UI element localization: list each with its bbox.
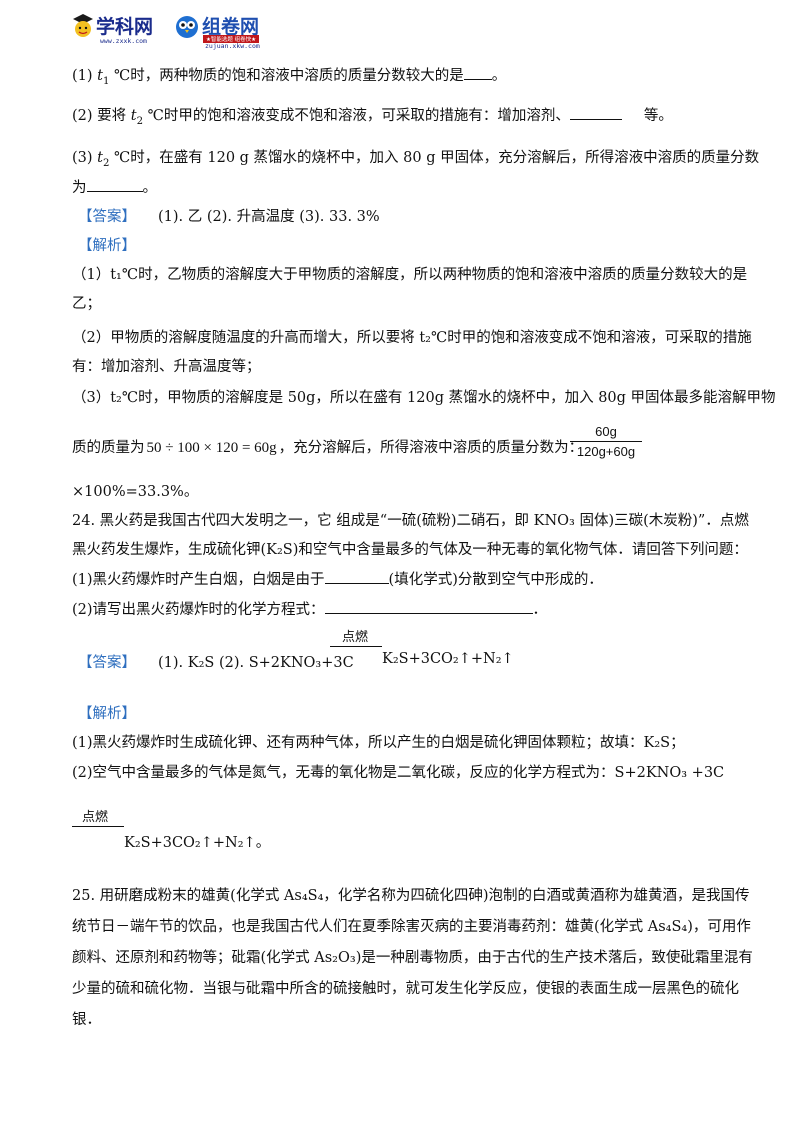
q23-analysis-1: （1）t₁℃时，乙物质的溶解度大于甲物质的溶解度，所以两种物质的饱和溶液中溶质的…: [72, 267, 748, 283]
q23-part1-end: 。: [491, 68, 507, 84]
q24-answer-reactants: (1). K₂S (2). S+2KNO₃+3C: [158, 655, 354, 671]
q24-analysis-products: K₂S+3CO₂↑+N₂↑。: [124, 835, 271, 851]
q25-line2: 统节日－端午节的饮品，也是我国古代人们在夏季除害灭病的主要消毒药剂：雄黄(化学式…: [72, 919, 751, 935]
q23-part2: (2) 要将 t2 ℃时甲的饱和溶液变成不饱和溶液，可采取的措施有：增加溶剂、 等…: [72, 104, 673, 127]
xkw-logo-url: www.zxxk.com: [100, 37, 147, 45]
zjw-logo-title: 组卷网: [202, 16, 260, 38]
q23-part2-pre: (2) 要将: [72, 108, 131, 124]
analysis-tag: 【解析】: [78, 706, 136, 722]
zjw-logo-url: zujuan.xkw.com: [205, 42, 260, 50]
answer-blank[interactable]: [463, 79, 492, 80]
q23-part3-post: ℃时，在盛有 120 g 蒸馏水的烧杯中，加入 80 g 甲固体，充分溶解后，所…: [109, 150, 760, 166]
q24-line1: 24. 黑火药是我国古代四大发明之一，它 组成是“一硫(硫粉)二硝石，即 KNO…: [72, 513, 749, 529]
q24-analysis-1: (1)黑火药爆炸时生成硫化钾、还有两种气体，所以产生的白烟是硫化钾固体颗粒；故填…: [72, 735, 685, 751]
q24-part1-pre: (1)黑火药爆炸时产生白烟，白烟是由于: [72, 572, 325, 588]
q23-part2-t: t: [130, 108, 137, 124]
q24-analysis-2: (2)空气中含量最多的气体是氮气，无毒的氧化物是二氧化碳，反应的化学方程式为：S…: [72, 765, 725, 781]
q23-part1-pre: (1): [72, 68, 98, 84]
q23-part1-post: ℃时，两种物质的饱和溶液中溶质的质量分数较大的是: [109, 68, 464, 84]
fraction-denominator: 120g+60g: [576, 444, 636, 459]
q23-part3: (3) t2 ℃时，在盛有 120 g 蒸馏水的烧杯中，加入 80 g 甲固体，…: [72, 146, 759, 169]
q23-part3-tsub: 2: [102, 157, 110, 169]
q23-part1-t: t: [97, 68, 103, 84]
q25-line5: 银．: [72, 1012, 101, 1028]
q23-part3-pre: (3): [72, 150, 98, 166]
q25-line4: 少量的硫和硫化物．当银与砒霜中所含的硫接触时，就可发生化学反应，使银的表面生成一…: [72, 981, 739, 997]
q24-part2: (2)请写出黑火药爆炸时的化学方程式： ．: [72, 598, 547, 619]
answer-blank[interactable]: [569, 119, 622, 120]
q24-part2-post: ．: [532, 602, 548, 618]
q23-answer-text: (1). 乙 (2). 升高温度 (3). 33. 3%: [158, 209, 380, 225]
q23-analysis-3c: ×100%=33.3%。: [72, 484, 199, 500]
owl-mascot-icon: [176, 16, 198, 38]
reaction-condition: 点燃: [82, 810, 109, 825]
fraction: 60g 120g+60g: [570, 424, 642, 459]
analysis-tag: 【解析】: [78, 238, 136, 254]
reaction-arrow-line: [330, 646, 382, 647]
q23-analysis-1b: 乙；: [72, 296, 101, 312]
answer-tag: 【答案】: [78, 655, 136, 671]
q24-line2: 黑火药发生爆炸，生成硫化钾(K₂S)和空气中含量最多的气体及一种无毒的氧化物气体…: [72, 542, 748, 558]
q23-part2-tsub: 2: [136, 115, 144, 127]
q25-line3: 颜料、还原剂和药物等；砒霜(化学式 As₂O₃)是一种剧毒物质，由于古代的生产技…: [72, 950, 753, 966]
q23-analysis-3b-pre: 质的质量为: [72, 440, 145, 456]
xkw-logo: 学科网 www.zxxk.com: [72, 10, 172, 46]
zjw-logo: 组卷网 ★智能选题 组卷快★ zujuan.xkw.com: [175, 10, 275, 50]
q23-part1-tsub: 1: [102, 75, 110, 87]
q23-formula: 50 ÷ 100 × 120 = 60g: [146, 440, 277, 456]
answer-blank[interactable]: [324, 613, 533, 614]
q24-part2-pre: (2)请写出黑火药爆炸时的化学方程式：: [72, 602, 325, 618]
q23-part2-post: ℃时甲的饱和溶液变成不饱和溶液，可采取的措施有：增加溶剂、: [143, 108, 570, 124]
q23-part3-line2-pre: 为: [72, 180, 87, 196]
zjw-logo-strip: ★智能选题 组卷快★: [203, 35, 260, 43]
fraction-numerator: 60g: [570, 424, 642, 442]
q23-part1: (1) t1 ℃时，两种物质的饱和溶液中溶质的质量分数较大的是 。: [72, 64, 506, 87]
q23-answer: 【答案】 (1). 乙 (2). 升高温度 (3). 33. 3%: [78, 205, 380, 226]
q24-answer: 【答案】 (1). K₂S (2). S+2KNO₃+3C: [78, 651, 354, 672]
q23-analysis-3: （3）t₂℃时，甲物质的溶解度是 50g，所以在盛有 120g 蒸馏水的烧杯中，…: [72, 390, 776, 406]
answer-blank[interactable]: [86, 191, 143, 192]
reaction-condition: 点燃: [342, 630, 369, 645]
mascot-icon: [73, 14, 93, 37]
q23-analysis-2: （2）甲物质的溶解度随温度的升高而增大，所以要将 t₂℃时甲的饱和溶液变成不饱和…: [72, 330, 752, 346]
q24-answer-products: K₂S+3CO₂↑+N₂↑: [382, 651, 514, 667]
q23-part3-t: t: [97, 150, 103, 166]
xkw-logo-title: 学科网: [96, 16, 154, 38]
q23-analysis-3b-post: ，充分溶解后，所得溶液中溶质的质量分数为：: [278, 440, 584, 456]
q23-analysis-2b: 有：增加溶剂、升高温度等；: [72, 359, 261, 375]
q23-part3-line2: 为。: [72, 176, 157, 197]
q24-part1-post: (填化学式)分散到空气中形成的．: [388, 572, 603, 588]
q23-part3-end: 。: [142, 180, 158, 196]
q23-part2-end: 等。: [643, 108, 673, 124]
answer-tag: 【答案】: [78, 209, 136, 225]
answer-blank[interactable]: [324, 583, 389, 584]
reaction-arrow-line: [72, 826, 124, 827]
q25-line1: 25. 用研磨成粉末的雄黄(化学式 As₄S₄，化学名称为四硫化四砷)泡制的白酒…: [72, 888, 750, 904]
q24-part1: (1)黑火药爆炸时产生白烟，白烟是由于 (填化学式)分散到空气中形成的．: [72, 568, 603, 589]
